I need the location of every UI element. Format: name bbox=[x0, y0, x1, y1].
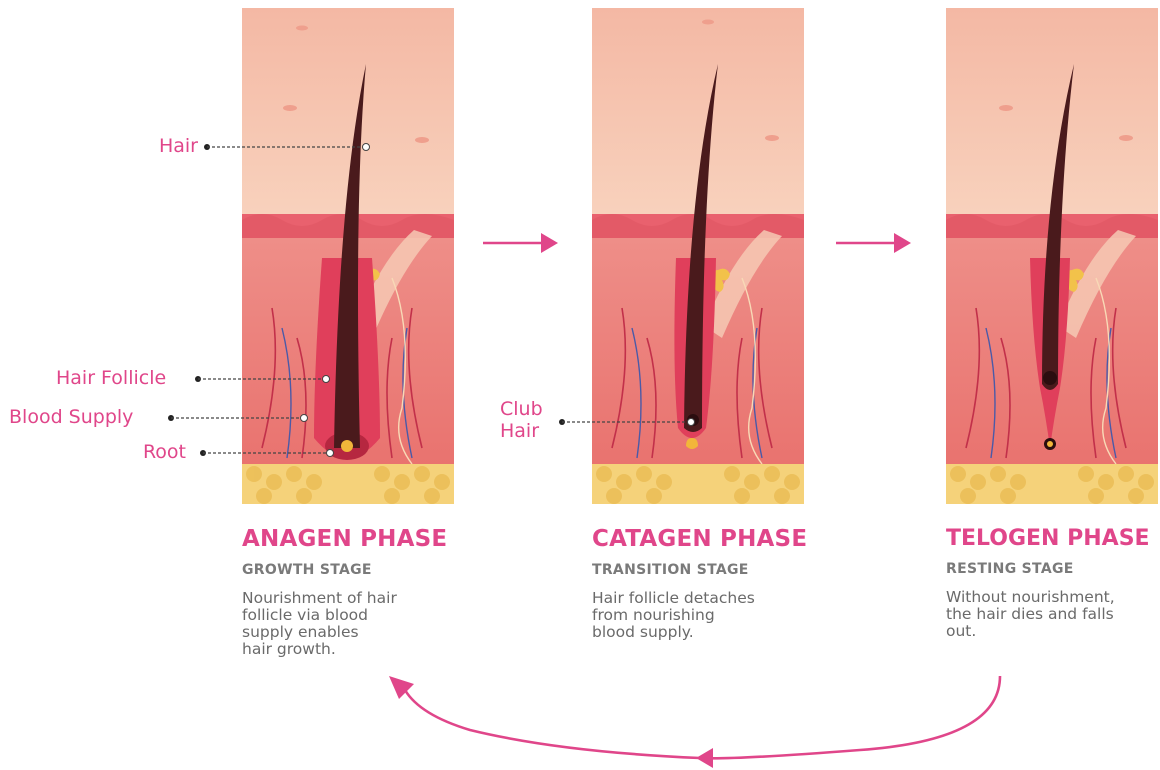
phase-stage: GROWTH STAGE bbox=[242, 562, 482, 578]
cycle-arrow bbox=[389, 676, 1000, 768]
label-root: Root bbox=[100, 441, 186, 463]
label-hair-follicle: Hair Follicle bbox=[56, 367, 166, 389]
telogen-illustration bbox=[946, 8, 1158, 504]
telogen-caption: TELOGEN PHASE RESTING STAGE Without nour… bbox=[946, 526, 1158, 640]
phase-title: TELOGEN PHASE bbox=[946, 526, 1158, 551]
arrow-anagen-to-catagen bbox=[483, 233, 558, 253]
label-blood-supply: Blood Supply bbox=[9, 406, 133, 428]
catagen-illustration bbox=[592, 8, 804, 504]
phase-stage: RESTING STAGE bbox=[946, 561, 1158, 577]
phase-description: Nourishment of hair follicle via blood s… bbox=[242, 590, 442, 658]
epidermis-layer bbox=[946, 8, 1158, 220]
label-club-hair: Club Hair bbox=[500, 398, 543, 442]
anagen-caption: ANAGEN PHASE GROWTH STAGE Nourishment of… bbox=[242, 526, 482, 658]
phase-description: Hair follicle detaches from nourishing b… bbox=[592, 590, 792, 641]
anagen-illustration bbox=[242, 8, 454, 504]
phase-description: Without nourishment, the hair dies and f… bbox=[946, 589, 1146, 640]
phase-stage: TRANSITION STAGE bbox=[592, 562, 832, 578]
phase-title: CATAGEN PHASE bbox=[592, 526, 832, 552]
arrow-catagen-to-telogen bbox=[836, 233, 911, 253]
phase-title: ANAGEN PHASE bbox=[242, 526, 482, 552]
catagen-caption: CATAGEN PHASE TRANSITION STAGE Hair foll… bbox=[592, 526, 832, 641]
label-hair: Hair bbox=[120, 135, 198, 157]
